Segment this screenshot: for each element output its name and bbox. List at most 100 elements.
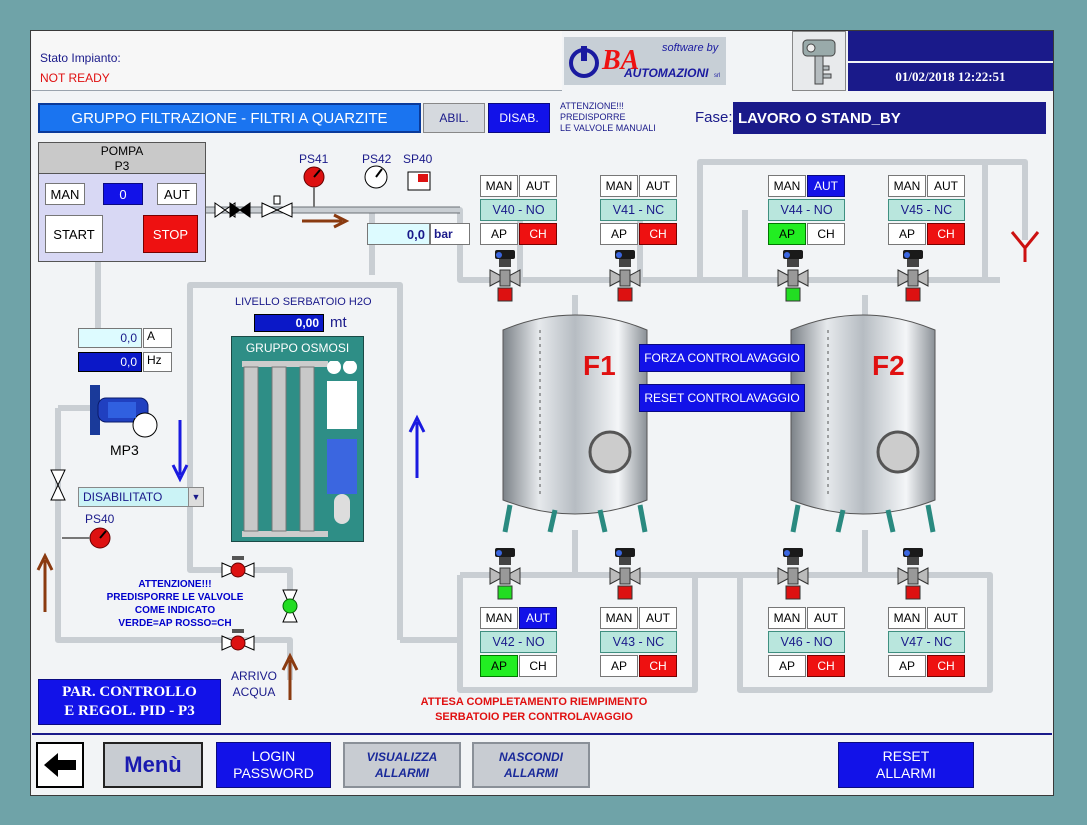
pump-aut-button[interactable]: AUT	[157, 183, 197, 205]
valve-open-button[interactable]: AP	[600, 223, 638, 245]
valve-open-button[interactable]: AP	[768, 223, 806, 245]
filter-f2-label: F2	[872, 350, 905, 381]
logo-brand-sub: AUTOMAZIONI	[623, 66, 709, 80]
valve-actuator-icon	[896, 250, 930, 302]
valve-actuator-icon	[488, 548, 522, 600]
key-icon[interactable]	[792, 31, 846, 91]
arrow-left-icon	[44, 753, 76, 777]
valve-man-button[interactable]: MAN	[600, 607, 638, 629]
ps41-label: PS41	[299, 152, 329, 166]
sp40-label: SP40	[403, 152, 433, 166]
flow-arrow-down-icon	[171, 420, 189, 483]
valve-aut-button[interactable]: AUT	[639, 175, 677, 197]
valve-man-button[interactable]: MAN	[480, 175, 518, 197]
valve-close-button[interactable]: CH	[807, 223, 845, 245]
login-button[interactable]: LOGIN PASSWORD	[216, 742, 331, 788]
pump-current-unit: A	[143, 328, 172, 348]
pump-bypass-valve-icon	[50, 469, 66, 501]
valve-open-button[interactable]: AP	[480, 655, 518, 677]
pump-speed-field[interactable]: 0	[103, 183, 143, 205]
valve-id-label: V40 - NO	[480, 199, 557, 221]
valve-close-button[interactable]: CH	[927, 223, 965, 245]
filter-f1-label: F1	[583, 350, 616, 381]
pump-start-button[interactable]: START	[45, 215, 103, 253]
company-logo: BA software by AUTOMAZIONI srl	[564, 37, 726, 85]
valve-man-button[interactable]: MAN	[888, 607, 926, 629]
show-alarms-button[interactable]: VISUALIZZA ALLARMI	[343, 742, 461, 788]
pump-name: MP3	[110, 442, 139, 458]
valve-man-button[interactable]: MAN	[768, 175, 806, 197]
valve-id-label: V45 - NC	[888, 199, 965, 221]
back-button[interactable]	[36, 742, 84, 788]
valves-setup-note: ATTENZIONE!!! PREDISPORRE LE VALVOLE COM…	[106, 579, 244, 629]
valve-close-button[interactable]: CH	[639, 655, 677, 677]
phase-value: LAVORO O STAND_BY	[733, 102, 1046, 134]
valve-close-button[interactable]: CH	[927, 655, 965, 677]
valve-aut-button[interactable]: AUT	[927, 175, 965, 197]
pressure-value: 0,0	[367, 223, 430, 245]
drain-icon	[1010, 231, 1040, 262]
valve-open-button[interactable]: AP	[480, 223, 518, 245]
valve-open-button[interactable]: AP	[768, 655, 806, 677]
valve-actuator-icon	[776, 250, 810, 302]
valve-man-button[interactable]: MAN	[600, 175, 638, 197]
manual-valve-icon	[214, 202, 251, 218]
force-backwash-button[interactable]: FORZA CONTROLAVAGGIO	[639, 344, 805, 372]
pump-mode-select[interactable]: DISABILITATO ▼	[78, 487, 204, 507]
valve-close-button[interactable]: CH	[519, 655, 557, 677]
backwash-wait-message: ATTESA COMPLETAMENTO RIEMPIMENTO SERBATO…	[420, 696, 648, 723]
inlet-arrow-up-icon-2	[281, 652, 299, 700]
pump-frequency-value: 0,0	[78, 352, 142, 372]
valve-aut-button[interactable]: AUT	[519, 607, 557, 629]
valve-close-button[interactable]: CH	[639, 223, 677, 245]
valve-id-label: V47 - NC	[888, 631, 965, 653]
disable-button[interactable]: DISAB.	[488, 103, 550, 133]
section-title: GRUPPO FILTRAZIONE - FILTRI A QUARZITE	[38, 103, 421, 133]
valve-open-button[interactable]: AP	[600, 655, 638, 677]
valve-aut-button[interactable]: AUT	[807, 175, 845, 197]
tank-level-value: 0,00	[254, 314, 324, 332]
green-valve-icon	[282, 589, 298, 623]
status-value: NOT READY	[40, 71, 110, 85]
hide-alarms-button[interactable]: NASCONDI ALLARMI	[472, 742, 590, 788]
valve-id-label: V43 - NC	[600, 631, 677, 653]
valve-aut-button[interactable]: AUT	[639, 607, 677, 629]
valve-open-button[interactable]: AP	[888, 655, 926, 677]
pressure-unit: bar	[430, 223, 470, 245]
reset-alarms-button[interactable]: RESET ALLARMI	[838, 742, 974, 788]
reset-backwash-button[interactable]: RESET CONTROLAVAGGIO	[639, 384, 805, 412]
valve-man-button[interactable]: MAN	[888, 175, 926, 197]
valve-aut-button[interactable]: AUT	[807, 607, 845, 629]
status-label: Stato Impianto:	[40, 51, 121, 65]
logo-suffix: srl	[714, 73, 720, 79]
valve-man-button[interactable]: MAN	[768, 607, 806, 629]
inlet-arrow-up-icon	[36, 552, 54, 612]
valve-aut-button[interactable]: AUT	[927, 607, 965, 629]
valve-actuator-icon	[608, 548, 642, 600]
menu-button[interactable]: Menù	[103, 742, 203, 788]
valve-close-button[interactable]: CH	[519, 223, 557, 245]
filter-f1-tank	[502, 314, 648, 533]
pump-stop-button[interactable]: STOP	[143, 215, 198, 253]
pump-frequency-unit: Hz	[143, 352, 172, 372]
tank-level-label: LIVELLO SERBATOIO H2O	[235, 296, 372, 308]
valve-actuator-icon	[776, 548, 810, 600]
pump-man-button[interactable]: MAN	[45, 183, 85, 205]
enable-button[interactable]: ABIL.	[423, 103, 485, 133]
ps40-label: PS40	[85, 512, 115, 526]
valve-man-button[interactable]: MAN	[480, 607, 518, 629]
filter-f2-tank	[790, 314, 936, 533]
datetime-display: 01/02/2018 12:22:51	[848, 63, 1053, 91]
valve-id-label: V44 - NO	[768, 199, 845, 221]
valve-open-button[interactable]: AP	[888, 223, 926, 245]
valve-aut-button[interactable]: AUT	[519, 175, 557, 197]
pump-title: POMPA P3	[38, 142, 206, 174]
header-bar	[32, 31, 562, 91]
manual-valves-note: ATTENZIONE!!! PREDISPORRE LE VALVOLE MAN…	[560, 101, 656, 133]
valve-close-button[interactable]: CH	[807, 655, 845, 677]
chevron-down-icon[interactable]: ▼	[188, 488, 203, 506]
flow-arrow-right-icon	[302, 213, 350, 229]
pid-params-button[interactable]: PAR. CONTROLLO E REGOL. PID - P3	[38, 679, 221, 725]
